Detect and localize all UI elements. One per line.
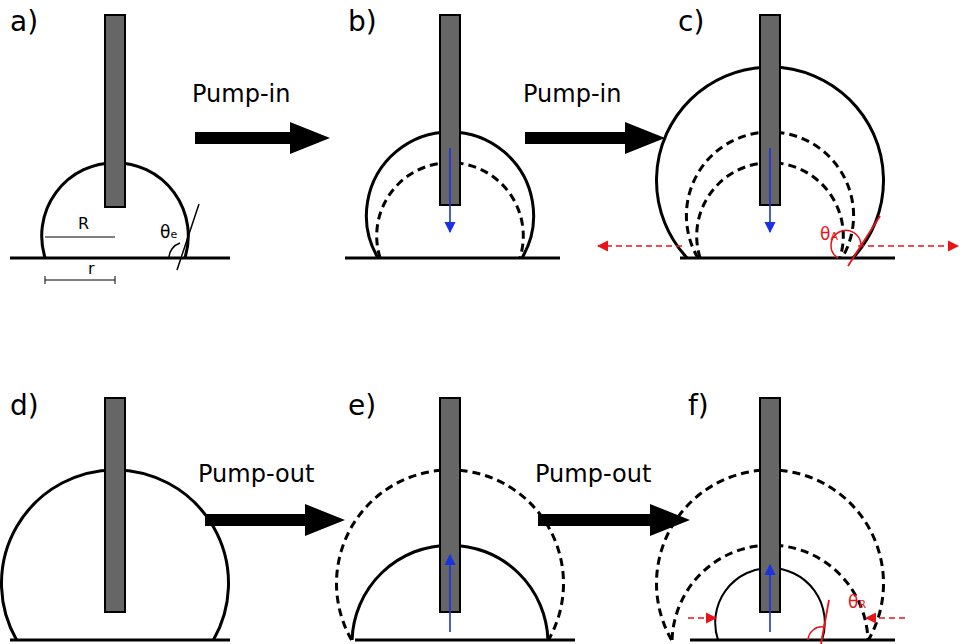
panel-letter: b) — [348, 8, 377, 36]
radius-label: R — [78, 216, 89, 232]
needles — [105, 15, 780, 612]
flow-arrow — [769, 565, 771, 632]
needle — [105, 15, 125, 207]
flow-arrow — [769, 148, 771, 232]
needle — [105, 398, 125, 612]
substrate — [10, 639, 230, 642]
step-label: Pump-in — [523, 82, 621, 106]
process-arrow — [205, 504, 345, 536]
angle-arc — [808, 627, 824, 640]
tangent-line — [848, 216, 880, 266]
step-label: Pump-in — [192, 82, 290, 106]
process-arrows — [195, 122, 690, 536]
panel-letter: f) — [688, 392, 709, 420]
substrate — [355, 639, 575, 642]
panel-letter: d) — [10, 392, 39, 420]
substrates — [10, 258, 895, 640]
spreading-arrow — [858, 245, 958, 247]
spreading-arrow — [598, 245, 682, 247]
panel-letter: c) — [678, 8, 704, 36]
base-radius-label: r — [88, 261, 95, 277]
contact-angle-label: θe — [160, 224, 177, 241]
dimensions — [45, 204, 199, 284]
angle-arc — [169, 243, 180, 258]
receding-marks — [688, 600, 905, 644]
flow-arrow — [449, 148, 451, 232]
tangent-line — [177, 204, 199, 270]
panel-letter: e) — [348, 392, 376, 420]
substrate — [690, 639, 895, 642]
tangent-line — [821, 600, 829, 644]
process-arrow — [525, 122, 665, 154]
step-label: Pump-out — [535, 462, 651, 486]
previous-drop-outline — [686, 132, 853, 258]
radius-line — [45, 237, 115, 238]
base-radius-line — [45, 280, 115, 281]
step-label: Pump-out — [198, 462, 314, 486]
substrate — [10, 257, 230, 260]
receding-angle-label: θR — [848, 594, 866, 611]
flow-arrows — [450, 148, 770, 632]
dimension-tick — [45, 276, 46, 284]
advancing-marks — [598, 216, 958, 266]
process-arrow — [538, 504, 690, 536]
drop-outline — [366, 132, 533, 258]
panel-letter: a) — [10, 8, 38, 36]
substrate — [680, 257, 895, 260]
receding-arrow — [866, 617, 905, 619]
process-arrow — [195, 122, 330, 154]
drop-outline — [352, 545, 548, 640]
dimension-tick — [115, 276, 116, 284]
receding-arrow — [688, 617, 716, 619]
advancing-angle-label: θA — [820, 226, 838, 243]
flow-arrow — [449, 555, 451, 632]
